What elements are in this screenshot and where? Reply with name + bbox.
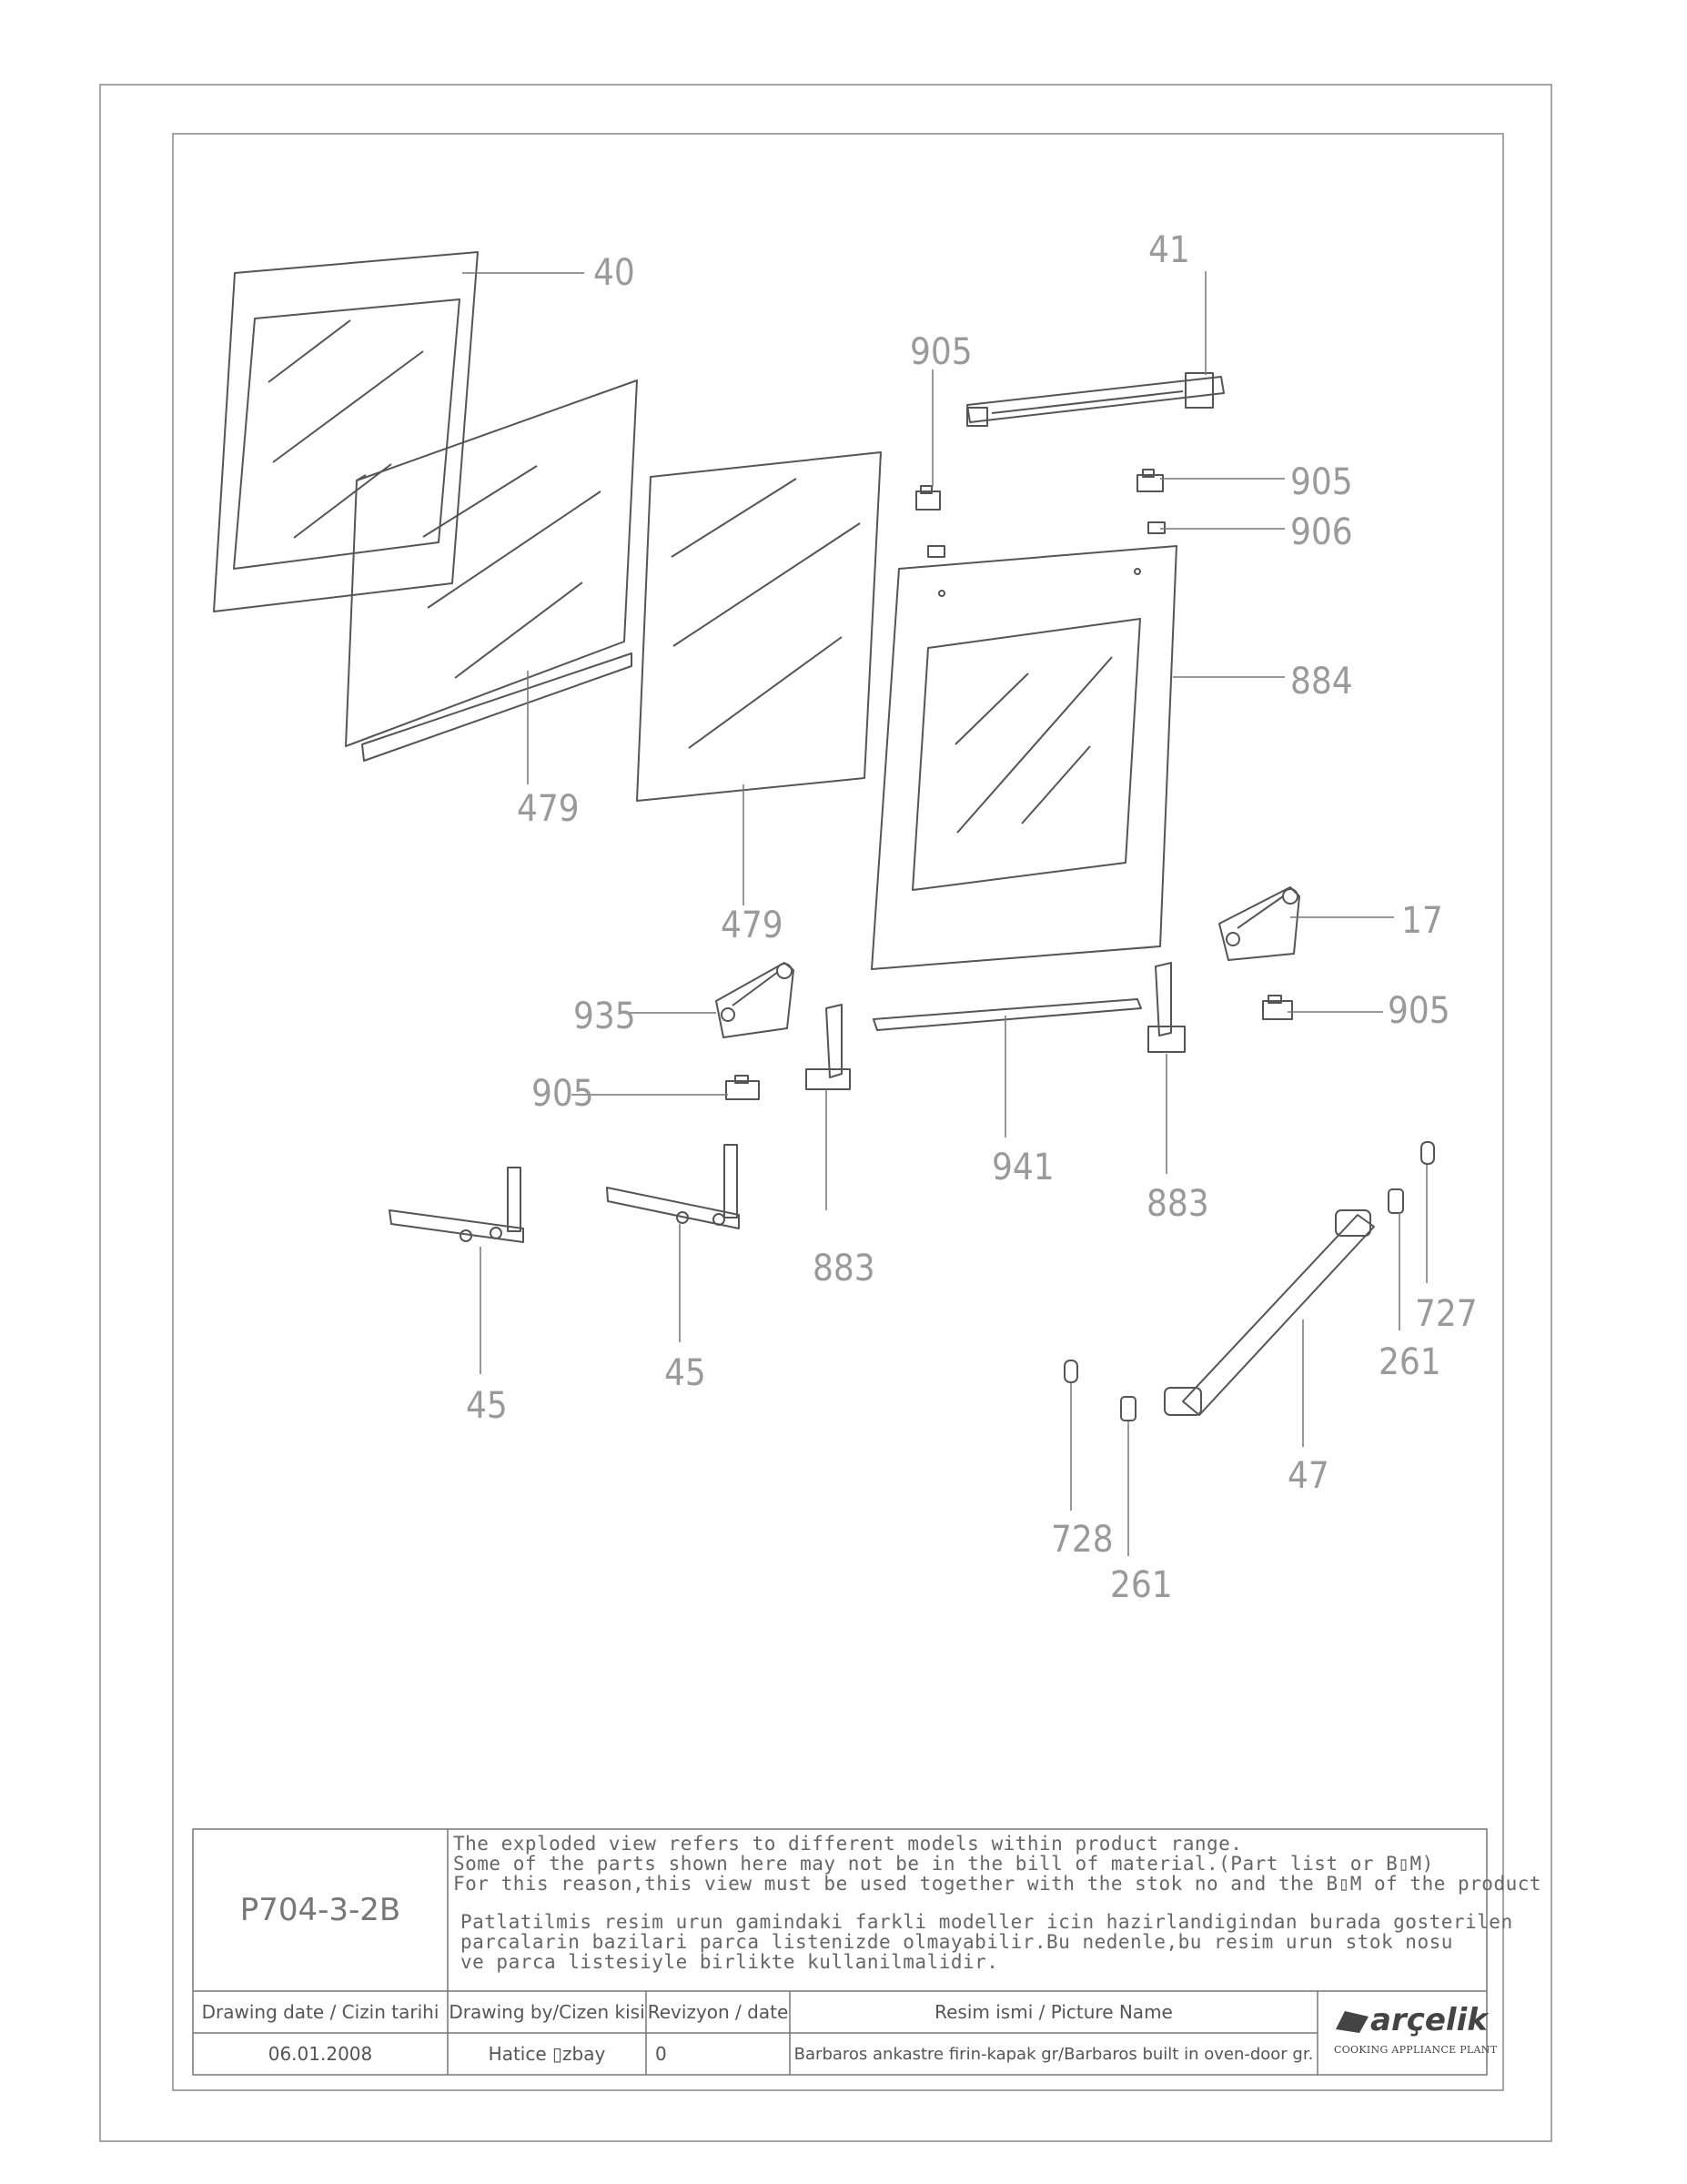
note-en-line-2: Some of the parts shown here may not be … — [453, 1853, 1434, 1875]
logo-mark-icon — [1336, 2011, 1369, 2033]
callout-883: 883 — [813, 1248, 875, 1289]
part-906-clip — [1147, 521, 1166, 534]
callout-labels: 40 41 905 905 906 884 479 479 17 935 905… — [466, 229, 1478, 1606]
callout-261: 261 — [1379, 1341, 1441, 1383]
part-883-support-left — [805, 1004, 851, 1090]
header-drawing-date: Drawing date / Cizin tarihi — [201, 2001, 439, 2023]
callout-941: 941 — [992, 1147, 1055, 1188]
callout-261: 261 — [1110, 1564, 1173, 1606]
value-drawing-by: Hatice ▯zbay — [488, 2043, 606, 2065]
part-884-door-frame — [871, 545, 1177, 970]
header-drawing-by: Drawing by/Cizen kisi — [449, 2001, 645, 2023]
callout-905: 905 — [1388, 990, 1450, 1032]
value-drawing-date: 06.01.2008 — [268, 2043, 373, 2065]
callout-728: 728 — [1051, 1519, 1114, 1561]
arcelik-logo: arçelik COOKING APPLIANCE PLANT — [1330, 1998, 1497, 2062]
callout-905: 905 — [531, 1073, 594, 1115]
callout-41: 41 — [1148, 229, 1190, 271]
value-revision: 0 — [655, 2043, 667, 2065]
note-tr-line-2: parcalarin bazilari parca listenizde olm… — [460, 1931, 1453, 1953]
part-479-inner-glass-1 — [345, 379, 638, 762]
part-883-support-right — [1147, 962, 1186, 1053]
callout-479: 479 — [517, 788, 580, 830]
part-905-clip-top-right — [1136, 469, 1164, 492]
part-17-hinge-bracket — [1218, 886, 1300, 961]
part-47-handle — [1164, 1209, 1375, 1416]
drawing-code: P704-3-2B — [239, 1892, 401, 1928]
part-728-gasket — [1064, 1360, 1078, 1383]
logo-brand: arçelik — [1370, 2002, 1488, 2038]
part-906-clip-left — [927, 545, 945, 558]
part-727-gasket — [1420, 1141, 1435, 1165]
callout-883: 883 — [1147, 1183, 1209, 1225]
callout-906: 906 — [1290, 511, 1353, 553]
part-261-end-cap-right — [1388, 1188, 1404, 1214]
callout-727: 727 — [1415, 1293, 1478, 1335]
logo-subtitle: COOKING APPLIANCE PLANT — [1334, 2044, 1498, 2056]
leader-lines — [462, 271, 1428, 1556]
header-picture-name: Resim ismi / Picture Name — [934, 2001, 1173, 2023]
note-en-line-3: For this reason,this view must be used t… — [453, 1873, 1542, 1895]
callout-47: 47 — [1288, 1455, 1329, 1497]
callout-40: 40 — [593, 252, 635, 294]
inner-border — [172, 133, 1504, 2091]
part-905-clip-mid-left — [725, 1075, 760, 1100]
callout-935: 935 — [573, 996, 636, 1037]
outer-border — [99, 84, 1552, 2142]
callout-45: 45 — [466, 1385, 508, 1427]
part-261-end-cap-left — [1120, 1396, 1136, 1421]
part-905-clip-mid-right — [1262, 995, 1293, 1020]
note-tr-line-1: Patlatilmis resim urun gamindaki farkli … — [460, 1911, 1513, 1933]
header-revision: Revizyon / date — [647, 2001, 789, 2023]
value-picture-name: Barbaros ankastre firin-kapak gr/Barbaro… — [793, 2044, 1314, 2064]
callout-479: 479 — [721, 905, 783, 946]
callout-884: 884 — [1290, 661, 1353, 703]
callout-45: 45 — [664, 1352, 706, 1394]
note-tr-line-3: ve parca listesiyle birlikte kullanilmal… — [460, 1951, 999, 1973]
part-45-hinge-left — [389, 1167, 524, 1243]
part-941-bottom-profile — [873, 998, 1142, 1031]
part-479-inner-glass-2 — [636, 451, 882, 802]
callout-905: 905 — [1290, 461, 1353, 503]
callout-905: 905 — [910, 331, 973, 373]
title-block-grid — [192, 1828, 1488, 2076]
part-40-outer-glass — [213, 251, 479, 612]
part-905-clip-top-left — [915, 485, 941, 511]
part-41-top-profile — [966, 372, 1225, 427]
note-en-line-1: The exploded view refers to different mo… — [453, 1833, 1243, 1855]
part-935-hinge-bracket — [715, 962, 794, 1038]
callout-17: 17 — [1401, 900, 1443, 942]
part-45-hinge-right — [606, 1144, 740, 1229]
